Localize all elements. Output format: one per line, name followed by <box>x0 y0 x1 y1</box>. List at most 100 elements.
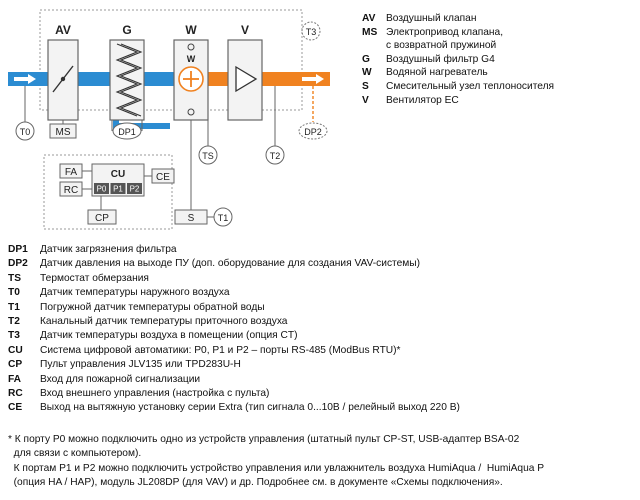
t2-sensor <box>265 145 285 165</box>
t2-sensor-label: T2 <box>270 151 281 161</box>
legend-row: T1 Погружной датчик температуры обратной … <box>8 301 460 315</box>
legend-row: T2 Канальный датчик температуры приточног… <box>8 315 460 329</box>
footnote-line: (опция HA / HAP), модуль JL208DP (для VA… <box>8 477 503 489</box>
filter-pleats-2 <box>119 43 143 117</box>
legend-desc: Выход на вытяжную установку серии Extra … <box>40 402 460 414</box>
t3-sensor-label: T3 <box>306 27 317 37</box>
ts-sensor <box>198 145 218 165</box>
port-p0 <box>94 183 109 194</box>
legend-row: AV Воздушный клапан <box>362 12 554 26</box>
legend-row: CU Система цифровой автоматики: P0, P1 и … <box>8 344 460 358</box>
legend-code: CU <box>8 344 23 356</box>
heater-coil-dot-top <box>187 43 195 51</box>
t0-sensor-label: T0 <box>20 127 31 137</box>
legend-desc: Датчик температуры наружного воздуха <box>40 287 230 299</box>
legend-row: TS Термостат обмерзания <box>8 272 460 286</box>
control-unit-label: CU <box>111 169 125 180</box>
dp2-sensor <box>298 122 328 140</box>
legend-row: W Водяной нагреватель <box>362 66 554 80</box>
legend-desc: Датчик температуры воздуха в помещении (… <box>40 330 298 342</box>
port-p2-label: P2 <box>130 185 140 194</box>
damper-pivot <box>60 76 66 82</box>
legend-desc: Датчик давления на выходе ПУ (доп. обору… <box>40 258 420 270</box>
t1-sensor <box>213 207 233 227</box>
legend-code: T3 <box>8 330 20 342</box>
legend-row: DP1 Датчик загрязнения фильтра <box>8 243 460 257</box>
legend-desc: Термостат обмерзания <box>40 272 149 284</box>
legend-desc: Вход для пожарной сигнализации <box>40 373 201 385</box>
legend-code: TS <box>8 272 22 284</box>
legend-code: V <box>362 94 369 106</box>
legend-code: MS <box>362 26 378 38</box>
intake-arrow <box>14 74 36 84</box>
extract-output-label: CE <box>156 172 170 183</box>
legend-row: G Воздушный фильтр G4 <box>362 53 554 67</box>
legend-desc: Воздушный фильтр G4 <box>386 53 495 65</box>
dp2-sensor-label: DP2 <box>304 127 322 137</box>
heater-coil-dot-bottom <box>187 108 195 116</box>
legend-desc: Водяной нагреватель <box>386 67 488 79</box>
legend-code: CP <box>8 359 23 371</box>
legend-desc: Смесительный узел теплоносителя <box>386 80 555 92</box>
legend-row: V Вентилятор EC <box>362 94 554 108</box>
legend-row: CE Выход на вытяжную установку серии Extr… <box>8 401 460 415</box>
remote-control-input-label: RC <box>64 185 78 196</box>
control-panel <box>87 209 117 225</box>
fire-alarm-input-label: FA <box>65 167 78 178</box>
air-damper-label: AV <box>55 23 71 37</box>
dp1-sensor-label: DP1 <box>118 127 136 137</box>
extract-output <box>151 168 175 184</box>
port-p1 <box>110 183 126 194</box>
legend-code: S <box>362 80 369 92</box>
t3-sensor <box>301 21 321 41</box>
legend-desc: Вход внешнего управления (настройка с пу… <box>40 388 270 400</box>
legend-row: T3 Датчик температуры воздуха в помещении… <box>8 329 460 343</box>
legend-code: DP2 <box>8 258 28 270</box>
legend-desc: Датчик загрязнения фильтра <box>40 244 177 255</box>
port-p2 <box>127 183 142 194</box>
mixing-unit-label: S <box>188 213 195 224</box>
legend-desc: Пульт управления JLV135 или TPD283U-H <box>40 359 241 371</box>
legend-code: T0 <box>8 287 20 299</box>
legend-desc: Вентилятор EC <box>386 94 459 106</box>
legend-desc: Канальный датчик температуры приточного … <box>40 316 288 328</box>
supply-arrow <box>302 74 324 84</box>
legend-code: W <box>362 67 372 79</box>
heater-inner-label: W <box>187 54 196 64</box>
air-filter-label: G <box>122 23 131 37</box>
control-section-outline <box>43 154 173 230</box>
legend-desc: Погружной датчик температуры обратной во… <box>40 301 265 313</box>
legend-code: T1 <box>8 301 20 313</box>
legend-row: S Смесительный узел теплоносителя <box>362 80 554 94</box>
damper-actuator-label: MS <box>56 127 71 138</box>
t1-sensor-label: T1 <box>218 213 229 223</box>
legend-code: CE <box>8 402 23 414</box>
fan-symbol <box>235 65 258 93</box>
legend-desc: Воздушный клапан <box>386 13 477 24</box>
control-panel-label: CP <box>95 213 109 224</box>
damper-actuator <box>49 123 77 139</box>
dp1-sensor <box>112 122 142 140</box>
legend-code: T2 <box>8 316 20 328</box>
legend-code: AV <box>362 13 376 24</box>
legend-row: CP Пульт управления JLV135 или TPD283U-H <box>8 358 460 372</box>
ec-fan-label: V <box>241 23 249 37</box>
water-heater-label: W <box>185 23 197 37</box>
port-p1-label: P1 <box>113 185 123 194</box>
footnote-line: для связи с компьютером). <box>8 448 142 460</box>
ts-sensor-label: TS <box>202 151 214 161</box>
filter-pleats <box>115 43 139 117</box>
footnote: * К порту P0 можно подключить одно из ус… <box>8 433 544 491</box>
legend-code: G <box>362 53 370 65</box>
footnote-line: К портам P1 и P2 можно подключить устрой… <box>8 462 545 474</box>
legend-row: T0 Датчик температуры наружного воздуха <box>8 286 460 300</box>
port-p0-label: P0 <box>97 185 107 194</box>
legend-code: DP1 <box>8 244 28 255</box>
legend-desc: Система цифровой автоматики: P0, P1 и P2… <box>40 344 401 356</box>
ventilation-schematic: AV MS G W W V T0 DP1 TS T2 T3 DP2 S T1 <box>8 9 330 230</box>
